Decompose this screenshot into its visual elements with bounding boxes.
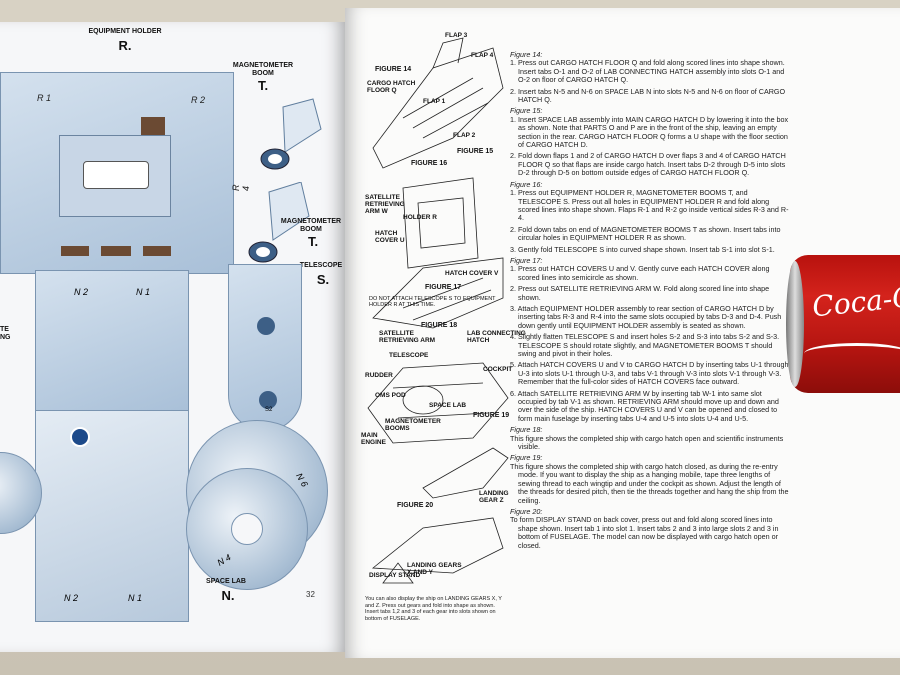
- label-oms-pod: OMS POD: [375, 392, 406, 399]
- instruction-step: 2. Press out SATELLITE RETRIEVING ARM W.…: [510, 284, 770, 302]
- mark-n1-bottom: N 1: [128, 593, 143, 603]
- telescope-letter: S.: [316, 272, 330, 287]
- can-rim: [786, 261, 804, 387]
- figure-16-title: FIGURE 16: [411, 160, 448, 167]
- mark-n2-bottom: N 2: [64, 593, 79, 603]
- mag-boom-top-label: MAGNETOMETER BOOM: [232, 62, 294, 77]
- instruction-step: 2. Insert tabs N-5 and N-6 on SPACE LAB …: [510, 86, 786, 105]
- mag-boom-top-part: [255, 97, 325, 177]
- instruction-heading: Figure 14:: [510, 50, 543, 59]
- mark-n6: N 6: [294, 471, 310, 489]
- label-space-lab-18: SPACE LAB: [429, 402, 467, 409]
- telescope-label: TELESCOPE: [299, 262, 343, 269]
- brown-block: [61, 246, 89, 256]
- label-landing-gears-xy: LANDING GEARS X AND Y: [407, 562, 462, 576]
- mark-r1: R 1: [37, 93, 52, 103]
- instruction-step: 1. Press out HATCH COVERS U and V. Gentl…: [510, 264, 770, 282]
- mark-r2: R 2: [191, 95, 206, 105]
- label-flap4: FLAP 4: [471, 52, 494, 59]
- space-lab-bottom-panel: N 2 N 1: [35, 410, 189, 622]
- soda-can: Coca-Cola: [786, 255, 900, 393]
- label-telescope-18: TELESCOPE: [389, 352, 429, 359]
- label-cockpit: COCKPIT: [483, 366, 513, 373]
- instruction-step: 3. Gently fold TELESCOPE S into curved s…: [510, 244, 775, 254]
- instruction-step: 5. Attach HATCH COVERS U and V to CARGO …: [510, 360, 789, 387]
- instruction-step: This figure shows the completed ship wit…: [510, 461, 789, 505]
- space-lab-letter: N.: [221, 588, 235, 603]
- bottom-caption: You can also display the ship on LANDING…: [365, 596, 502, 622]
- instruction-heading: Figure 20:: [510, 506, 543, 516]
- label-lab-hatch: LAB CONNECTING HATCH: [467, 330, 526, 344]
- label-flap1: FLAP 1: [423, 98, 446, 105]
- brown-block: [141, 117, 165, 135]
- telescope-part: S1 S2: [228, 264, 302, 431]
- instruction-heading: Figure 16:: [510, 179, 543, 189]
- label-display-stand: DISPLAY STAND: [369, 572, 421, 579]
- label-mag-booms: MAGNETOMETER BOOMS: [385, 418, 441, 432]
- equipment-holder-label: EQUIPMENT HOLDER: [88, 28, 162, 35]
- space-lab-disc-lower: N 4: [186, 468, 308, 590]
- instruction-step: 6. Attach SATELLITE RETRIEVING ARM W by …: [510, 388, 779, 423]
- label-flap2: FLAP 2: [453, 132, 476, 139]
- label-cargo-hatch-floor: CARGO HATCH FLOOR Q: [367, 80, 416, 94]
- can-logo: Coca-Cola: [810, 275, 900, 324]
- instruction-step: 1. Press out EQUIPMENT HOLDER R, MAGNETO…: [510, 188, 789, 223]
- label-satellite-arm: SATELLITE RETRIEVING ARM W: [365, 194, 405, 215]
- instruction-heading: Figure 17:: [510, 255, 543, 265]
- instruction-step: 3. Attach EQUIPMENT HOLDER assembly to r…: [510, 303, 782, 330]
- equipment-holder-part: R 1 R 2 R 4: [0, 72, 251, 274]
- instruction-step: 2. Fold down tabs on end of MAGNETOMETER…: [510, 224, 781, 243]
- mark-n2: N 2: [74, 287, 89, 297]
- label-satellite-arm-18: SATELLITE RETRIEVING ARM: [379, 330, 436, 344]
- mag-boom-top-letter: T.: [257, 78, 269, 93]
- equipment-holder-window: [83, 161, 149, 189]
- hatch-emblem: [70, 427, 90, 447]
- telescope-note: DO NOT ATTACH TELESCOPE S TO EQUIPMENT H…: [369, 296, 496, 308]
- label-main-engine: MAIN ENGINE: [361, 432, 386, 446]
- label-landing-gear-z: LANDING GEAR Z: [479, 490, 509, 504]
- partial-label-2: NG: [0, 334, 11, 341]
- instruction-step: 2. Fold down flaps 1 and 2 of CARGO HATC…: [510, 151, 786, 178]
- mark-n1: N 1: [136, 287, 151, 297]
- instruction-step: 1. Press out CARGO HATCH FLOOR Q and fol…: [510, 58, 785, 85]
- instruction-heading: Figure 19:: [510, 453, 543, 463]
- label-hatch-cover-v: HATCH COVER V: [445, 270, 499, 277]
- instruction-heading: Figure 18:: [510, 425, 543, 435]
- can-wave: [804, 343, 900, 364]
- mag-boom-bottom-label: MAGNETOMETER BOOM: [280, 218, 342, 233]
- instruction-step: To form DISPLAY STAND on back cover, pre…: [510, 515, 779, 550]
- mark-n4: N 4: [215, 552, 233, 568]
- label-flap3: FLAP 3: [445, 32, 468, 39]
- space-lab-label: SPACE LAB: [206, 578, 246, 585]
- telescope-hole: [257, 317, 275, 335]
- mag-boom-bottom-part: [245, 181, 315, 272]
- instruction-step: This figure shows the completed ship wit…: [510, 433, 784, 452]
- left-page-cutouts: EQUIPMENT HOLDER R. R 1 R 2 R 4 MAGNETOM…: [0, 22, 345, 652]
- instruction-text: Figure 14: 1. Press out CARGO HATCH FLOO…: [510, 48, 790, 553]
- equipment-holder-letter: R.: [118, 38, 132, 53]
- partial-label-1: TE: [0, 326, 9, 333]
- instruction-heading: Figure 15:: [510, 106, 543, 116]
- instruction-step: 1. Insert SPACE LAB assembly into MAIN C…: [510, 114, 789, 150]
- page-number: 32: [306, 590, 315, 599]
- figure-14-title: FIGURE 14: [375, 66, 412, 73]
- figure-20-title: FIGURE 20: [397, 502, 434, 509]
- instruction-step: 4. Slightly flatten TELESCOPE S and inse…: [510, 332, 780, 358]
- label-hatch-cover-u: HATCH COVER U: [375, 230, 405, 244]
- space-lab-top-panel: N 2 N 1: [35, 270, 189, 412]
- label-holder-r: HOLDER R: [403, 214, 437, 221]
- brown-block: [101, 246, 131, 256]
- mag-boom-bottom-letter: T.: [307, 234, 319, 249]
- label-rudder: RUDDER: [365, 372, 393, 379]
- telescope-hole: [259, 391, 277, 409]
- figure-18-title: FIGURE 18: [421, 322, 458, 329]
- mark-s2: S2: [265, 407, 273, 413]
- disc-hole: [231, 513, 263, 545]
- assembly-diagrams: [367, 37, 509, 584]
- brown-block: [143, 246, 171, 256]
- figure-15-title: FIGURE 15: [457, 148, 494, 155]
- figure-19-title: FIGURE 19: [473, 412, 510, 419]
- figure-17-title: FIGURE 17: [425, 284, 462, 291]
